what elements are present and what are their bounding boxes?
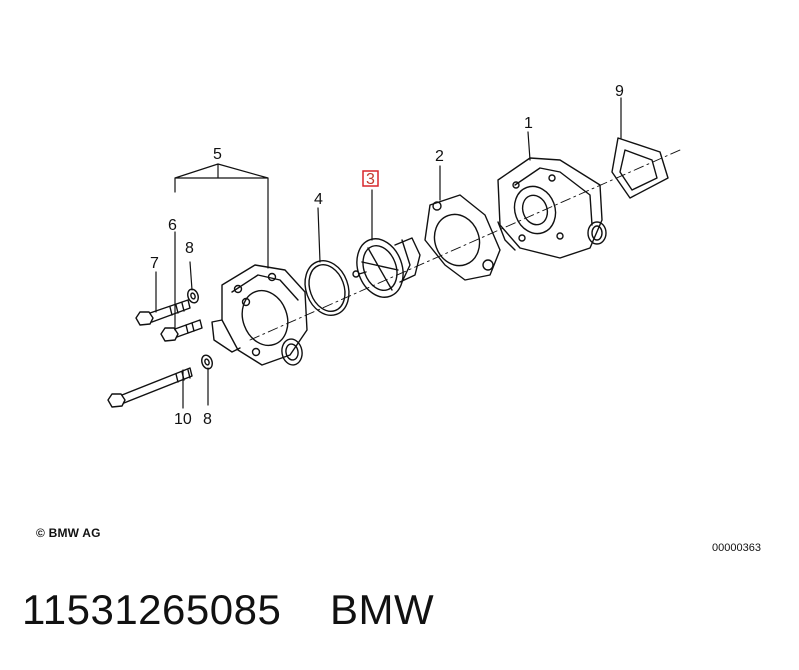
callout-7[interactable]: 7 [150,255,159,272]
bolt-part-7 [135,299,191,326]
callout-5[interactable]: 5 [213,146,222,163]
long-bolt-part-10 [107,367,193,408]
callout-9[interactable]: 9 [615,83,624,100]
washer-part-8-upper [187,288,199,304]
assembly-axis [249,149,681,341]
callout-10[interactable]: 10 [174,411,192,428]
callout-8-upper[interactable]: 8 [185,240,194,257]
parts-diagram: 1 2 3 4 5 6 7 8 9 10 8 [107,83,681,428]
gasket-part-2 [424,194,501,281]
thermostat-part-3 [352,237,421,298]
bolt-part-6 [160,319,203,342]
leader-lines [155,97,622,409]
callout-8-lower[interactable]: 8 [203,411,212,428]
o-ring-part-4 [304,260,350,316]
callout-3[interactable]: 3 [366,171,375,188]
copyright-notice: © BMW AG [36,526,101,540]
part-number-caption: 11531265085 BMW [22,586,435,633]
callout-1[interactable]: 1 [524,115,533,132]
highlight-box-3 [362,170,379,187]
callout-6[interactable]: 6 [168,217,177,234]
gasket-part-9 [611,137,669,199]
thermostat-housing-part-1 [497,157,607,259]
thermostat-cover-part-5 [211,264,308,366]
drawing-number: 00000363 [712,542,761,554]
callout-4[interactable]: 4 [314,191,323,208]
callout-2[interactable]: 2 [435,148,444,165]
washer-part-8-lower [201,354,213,370]
